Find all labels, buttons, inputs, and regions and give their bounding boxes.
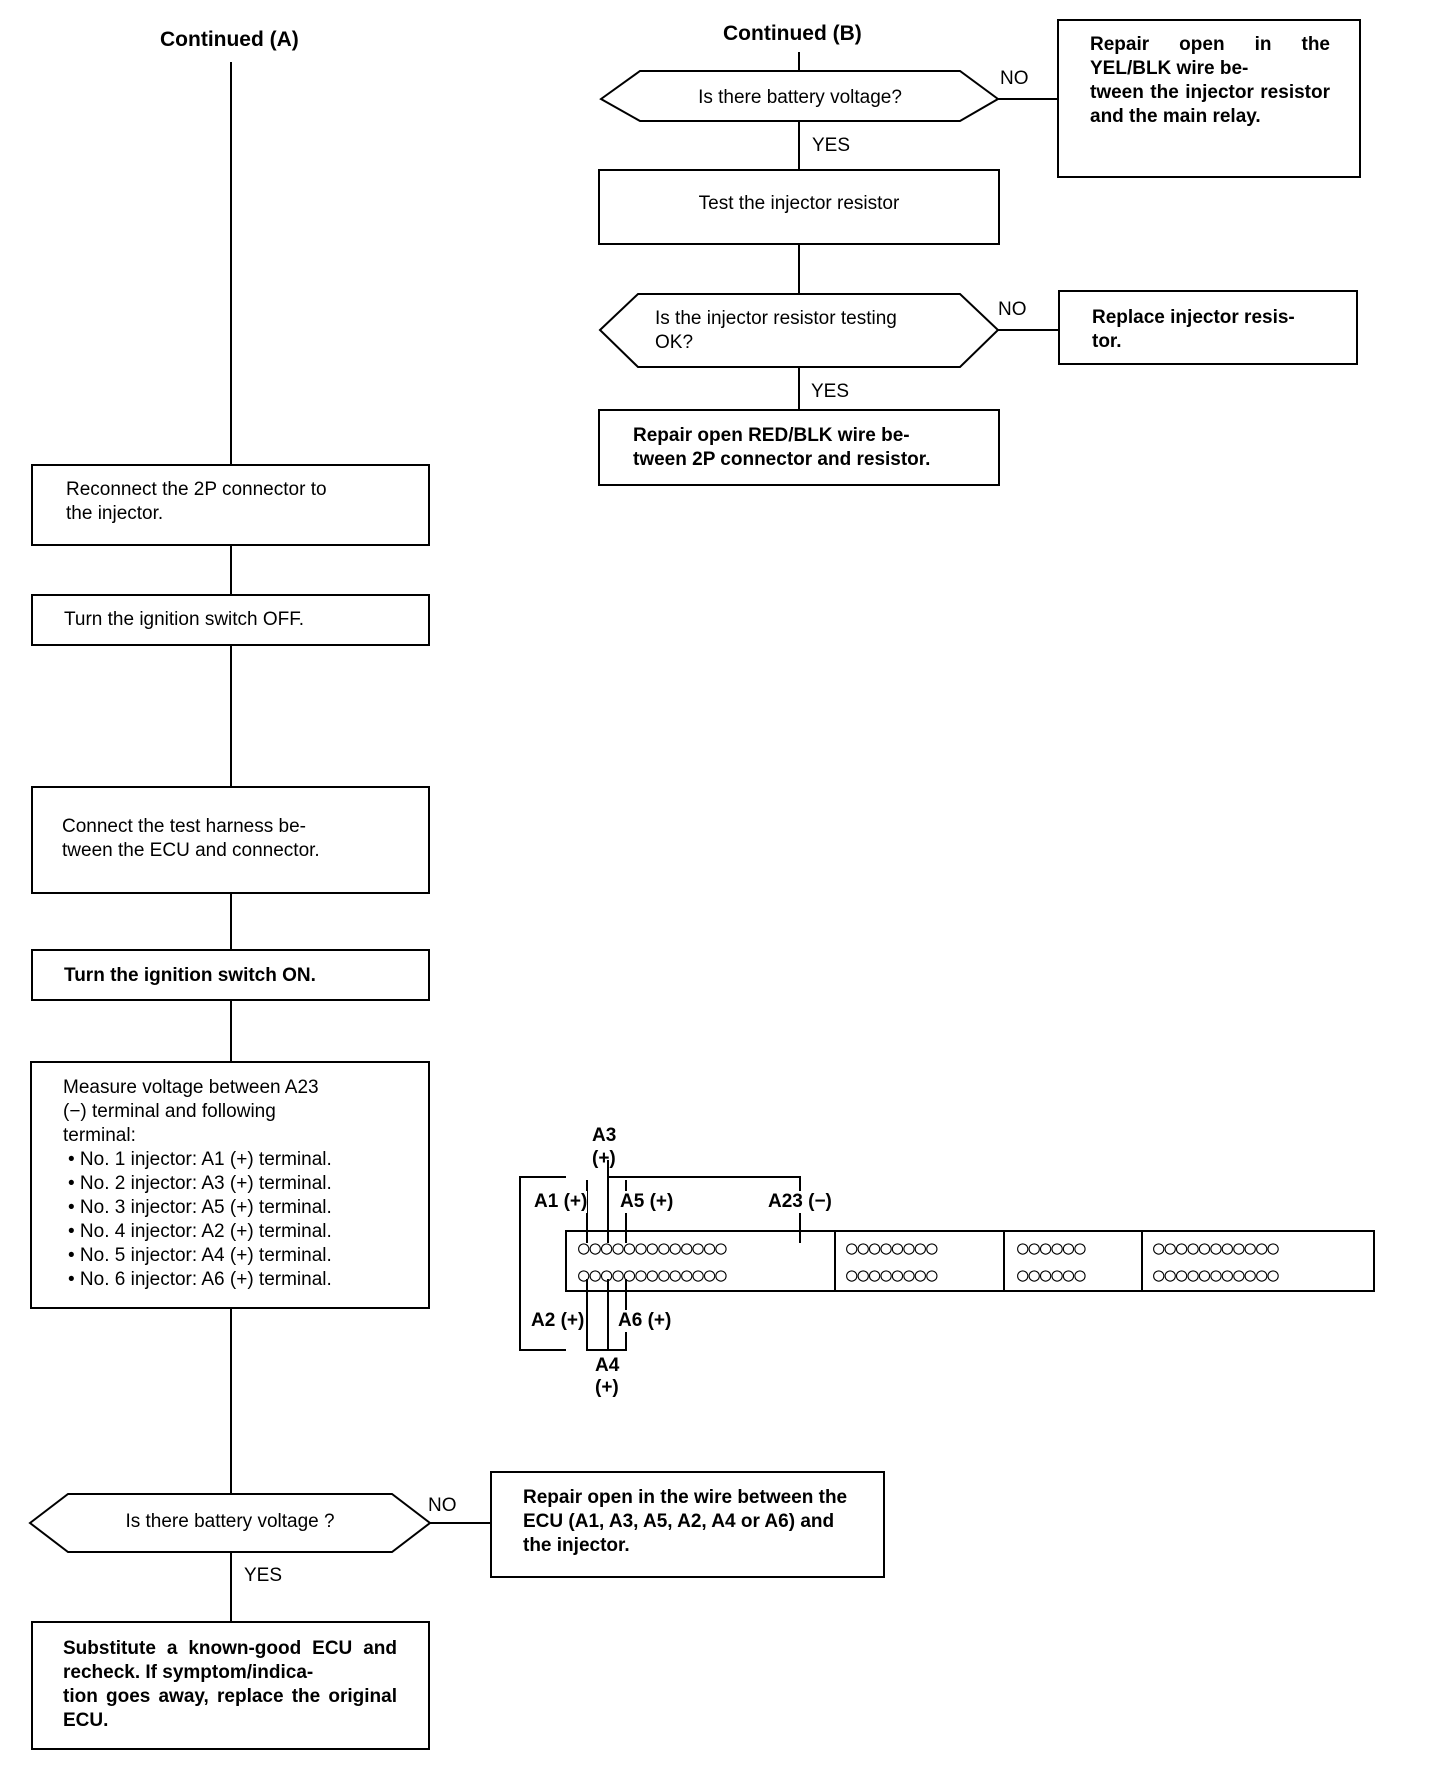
reconnect-text: Reconnect the 2P connector to the inject…	[66, 479, 327, 524]
pin-label-a3-sign: (+)	[592, 1148, 616, 1169]
pin-label-a5: A5 (+)	[620, 1191, 674, 1213]
label-yes-3: YES	[244, 1565, 283, 1586]
pin-label-a1: A1 (+)	[534, 1191, 588, 1213]
heading-continued-a: Continued (A)	[160, 28, 299, 51]
pin-label-a6: A6 (+)	[618, 1310, 672, 1332]
connector-pins-bottom-3: ○○○○○○	[1017, 1264, 1086, 1286]
measure-item: • No. 1 injector: A1 (+) terminal.	[68, 1149, 332, 1170]
substitute-ecu-text: Substitute a known-good ECU and recheck.…	[63, 1638, 397, 1731]
question-battery-voltage-a: Is there battery voltage ?	[125, 1511, 335, 1532]
question-resistor-ok: Is the injector resistor testing OK?	[655, 308, 897, 353]
repair-ecu-wire-text: Repair open in the wire between the ECU …	[523, 1487, 848, 1556]
measure-item: • No. 6 injector: A6 (+) terminal.	[68, 1269, 332, 1290]
pin-label-a3: A3	[592, 1125, 617, 1146]
test-resistor-text: Test the injector resistor	[698, 193, 900, 214]
pin-label-a4-sign: (+)	[595, 1377, 619, 1398]
measure-intro-text: Measure voltage between A23 (−) terminal…	[63, 1077, 319, 1146]
box-repair-red-blk	[598, 409, 1000, 486]
measure-item: • No. 3 injector: A5 (+) terminal.	[68, 1197, 332, 1218]
label-yes-2: YES	[811, 381, 850, 402]
measure-item: • No. 4 injector: A2 (+) terminal.	[68, 1221, 332, 1242]
measure-list: • No. 1 injector: A1 (+) terminal. • No.…	[68, 1148, 413, 1292]
ignition-off-text: Turn the ignition switch OFF.	[64, 609, 305, 630]
repair-red-blk-text: Repair open RED/BLK wire be- tween 2P co…	[633, 425, 931, 470]
label-yes-1: YES	[812, 135, 851, 156]
connector-pins-top-1: ○○○○○○○○○○○○○	[578, 1237, 727, 1259]
pin-label-a4: A4	[595, 1355, 620, 1376]
connector-pins-top-2: ○○○○○○○○	[846, 1237, 938, 1259]
connector-pins-bottom-1: ○○○○○○○○○○○○○	[578, 1264, 727, 1286]
ignition-on-text: Turn the ignition switch ON.	[64, 965, 316, 986]
heading-continued-b: Continued (B)	[723, 22, 862, 45]
box-replace-resistor	[1058, 290, 1358, 365]
connector-pins-bottom-4: ○○○○○○○○○○○	[1153, 1264, 1279, 1286]
connector-pins-top-4: ○○○○○○○○○○○	[1153, 1237, 1279, 1259]
label-no-3: NO	[428, 1495, 457, 1516]
label-no-1: NO	[1000, 68, 1029, 89]
pin-label-a2: A2 (+)	[531, 1310, 585, 1332]
connector-pins-top-3: ○○○○○○	[1017, 1237, 1086, 1259]
box-substitute-ecu	[31, 1621, 430, 1750]
connect-harness-text: Connect the test harness be- tween the E…	[62, 816, 320, 861]
box-repair-ecu-wire	[490, 1471, 885, 1578]
question-battery-voltage-b: Is there battery voltage?	[698, 87, 902, 108]
connector-pins-bottom-2: ○○○○○○○○	[846, 1264, 938, 1286]
box-repair-yel-blk	[1057, 19, 1361, 178]
replace-resistor-text: Replace injector resis- tor.	[1092, 307, 1295, 352]
label-no-2: NO	[998, 299, 1027, 320]
measure-item: • No. 2 injector: A3 (+) terminal.	[68, 1173, 332, 1194]
pin-label-a23: A23 (−)	[768, 1191, 832, 1213]
measure-item: • No. 5 injector: A4 (+) terminal.	[68, 1245, 332, 1266]
repair-yel-blk-text: Repair open in the YEL/BLK wire be- twee…	[1090, 34, 1330, 127]
connector-body	[565, 1230, 1375, 1292]
